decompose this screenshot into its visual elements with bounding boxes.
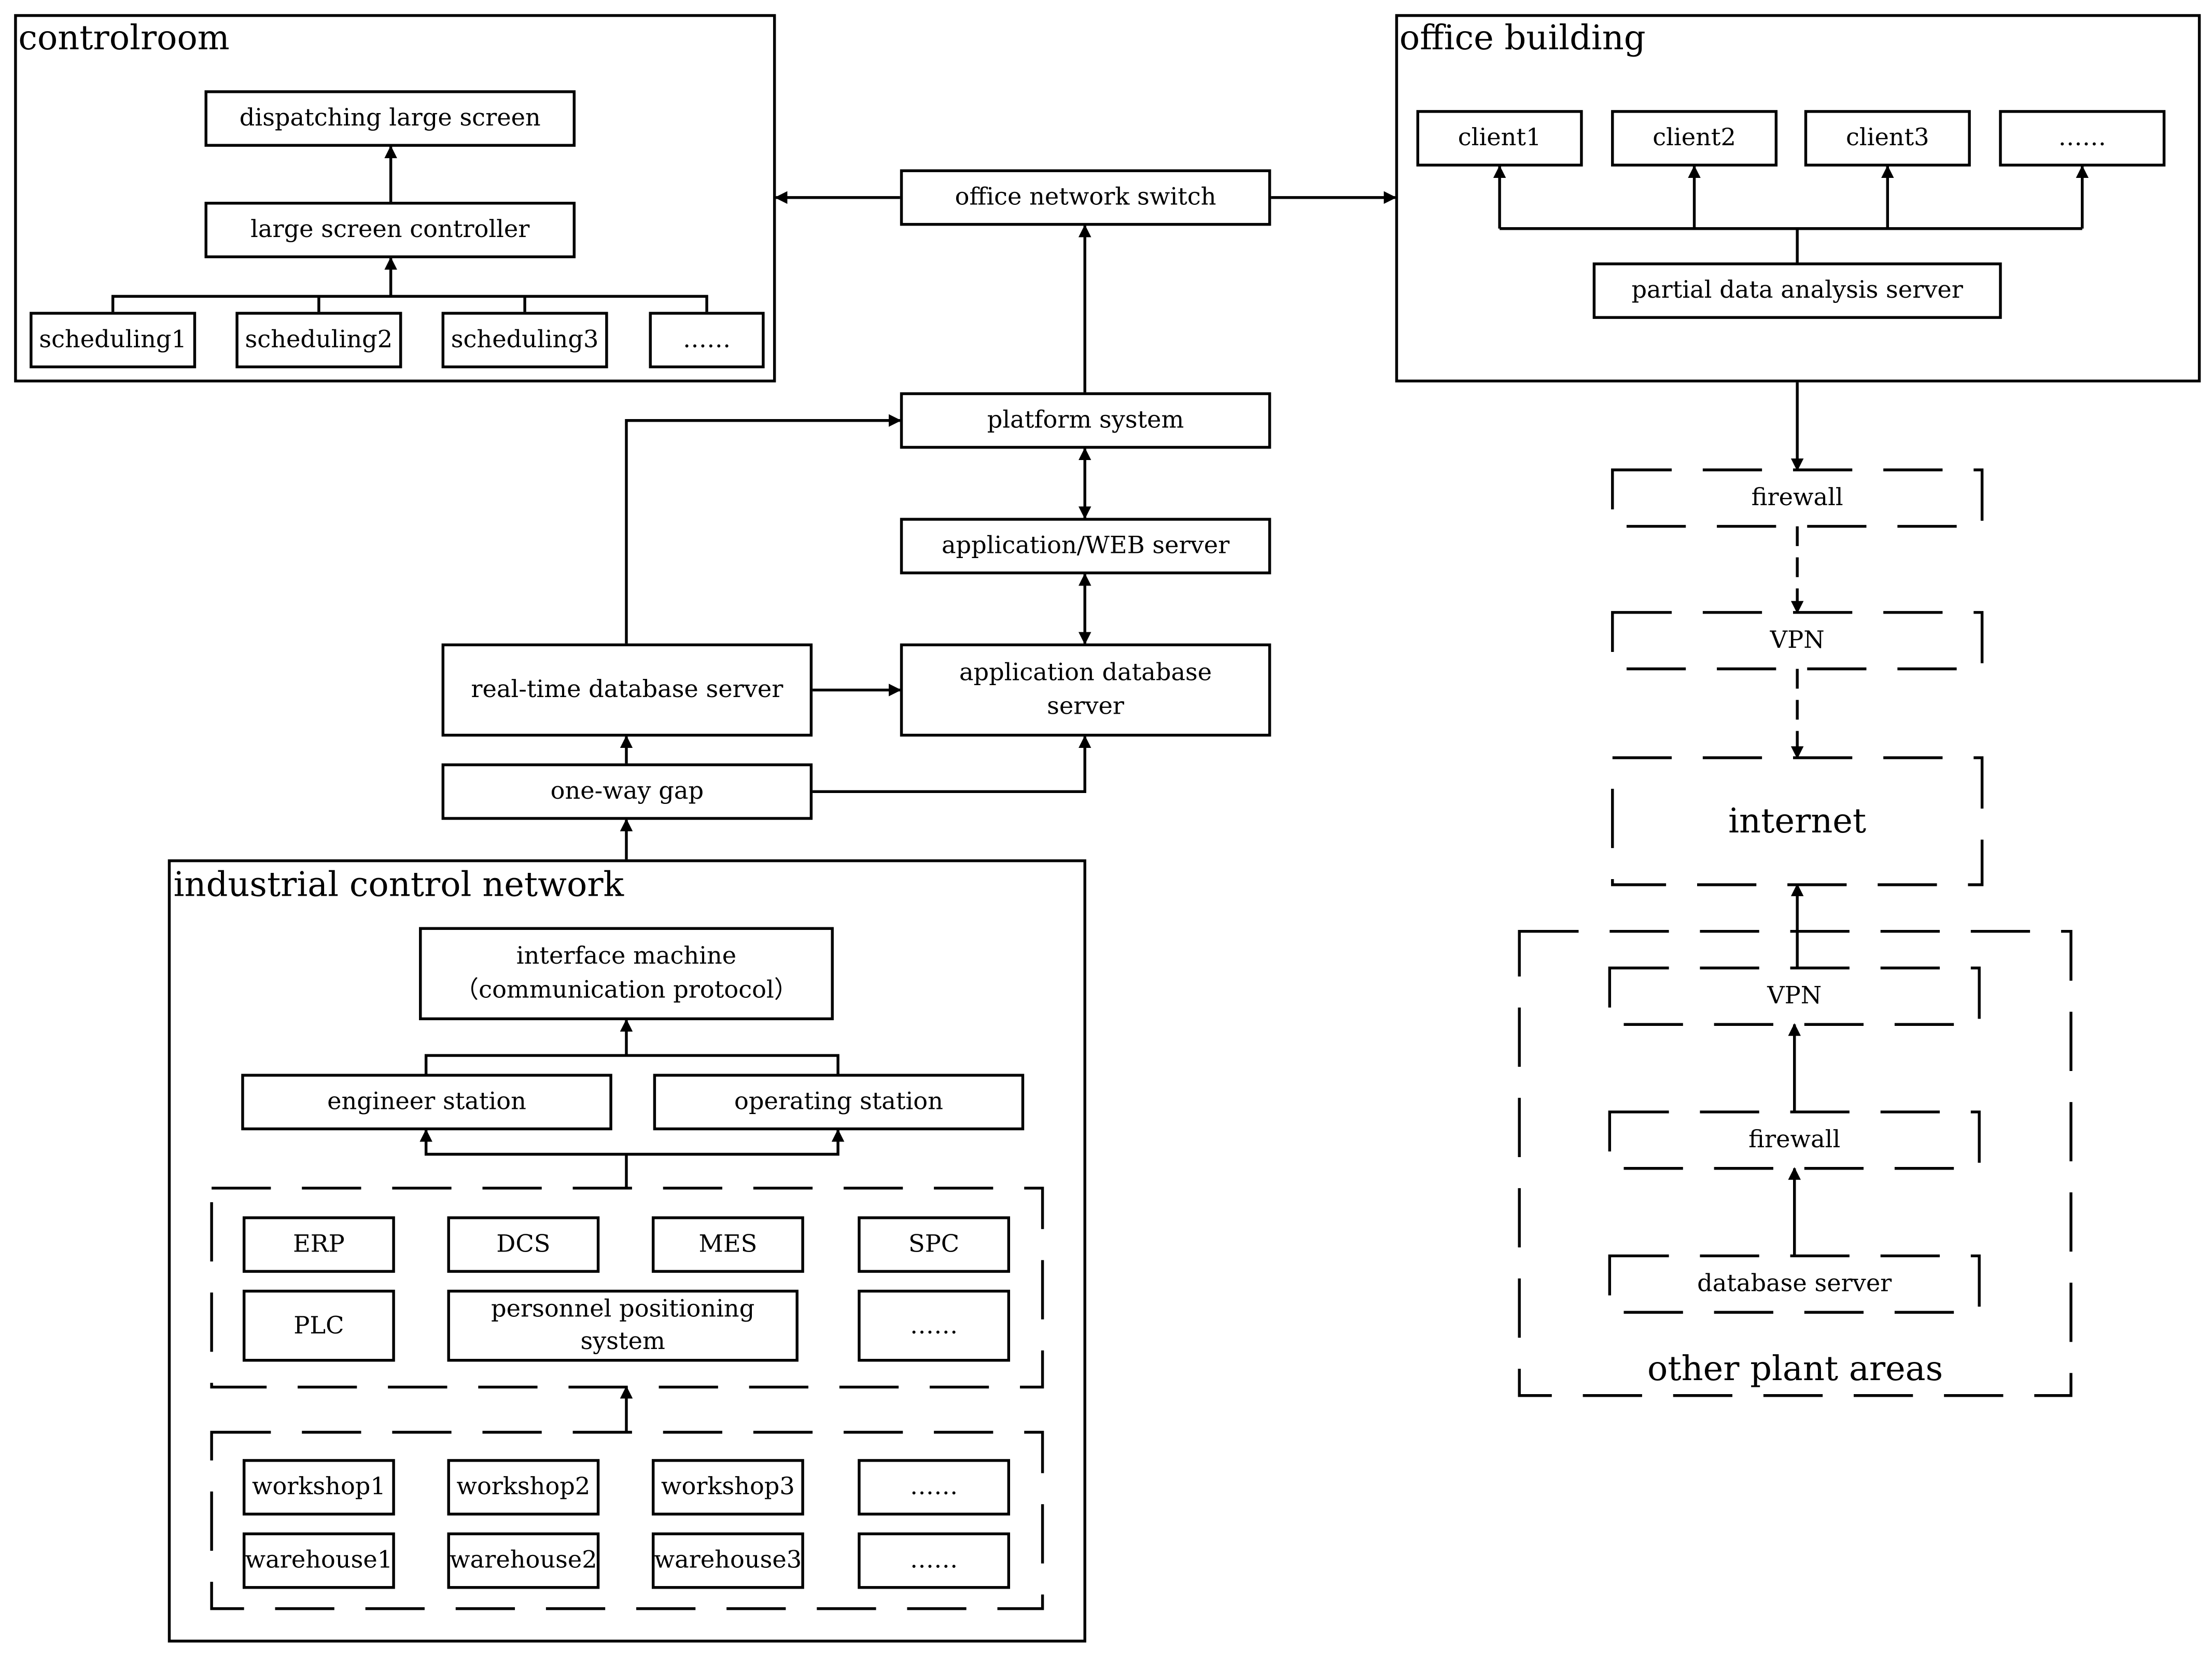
- application-database-server-box: application database server: [900, 643, 1271, 737]
- operating-station-box: operating station: [653, 1074, 1025, 1131]
- controlroom-label: controlroom: [18, 18, 230, 58]
- warehouse1-box: warehouse1: [242, 1532, 395, 1589]
- client-more-box: ……: [1999, 110, 2166, 167]
- client3-box: client3: [1804, 110, 1971, 167]
- office-building-label: office building: [1399, 18, 1646, 58]
- warehouse-more-box: ……: [858, 1532, 1011, 1589]
- workshop2-box: workshop2: [447, 1459, 600, 1516]
- vpn-bottom-box: VPN: [1767, 982, 1822, 1011]
- application-web-server-box: application/WEB server: [900, 518, 1271, 575]
- scheduling2-box: scheduling2: [235, 312, 402, 369]
- controlroom-group: [14, 14, 776, 383]
- interface-machine-line1: interface machine: [516, 942, 737, 971]
- industrial-control-network-group: [167, 859, 1086, 1643]
- dcs-box: DCS: [447, 1216, 600, 1273]
- spc-box: SPC: [858, 1216, 1011, 1273]
- office-building-group: [1395, 14, 2201, 383]
- workshop-more-box: ……: [858, 1459, 1011, 1516]
- scheduling3-box: scheduling3: [441, 312, 608, 369]
- firewall-bottom-box: firewall: [1748, 1126, 1841, 1155]
- erp-box: ERP: [242, 1216, 395, 1273]
- partial-data-analysis-server-box: partial data analysis server: [1592, 262, 2002, 319]
- dispatching-large-screen-box: dispatching large screen: [204, 90, 576, 147]
- arrow-realtime-to-platform: [625, 414, 902, 644]
- personnel-positioning-line1: personnel positioning: [491, 1295, 755, 1323]
- firewall-top-box: firewall: [1751, 484, 1843, 512]
- warehouse2-box: warehouse2: [447, 1532, 600, 1589]
- industrial-control-network-label: industrial control network: [173, 865, 624, 905]
- workshop1-box: workshop1: [242, 1459, 395, 1516]
- personnel-positioning-system-box: personnel positioning system: [447, 1289, 799, 1362]
- workshop3-box: workshop3: [651, 1459, 804, 1516]
- large-screen-controller-box: large screen controller: [204, 202, 576, 258]
- office-network-switch-box: office network switch: [900, 169, 1271, 226]
- other-plant-areas-label: other plant areas: [1647, 1348, 1943, 1389]
- realtime-database-server-box: real-time database server: [441, 643, 813, 737]
- client2-box: client2: [1611, 110, 1778, 167]
- plc-box: PLC: [242, 1289, 395, 1362]
- engineer-station-box: engineer station: [241, 1074, 612, 1131]
- mes-box: MES: [651, 1216, 804, 1273]
- personnel-positioning-line2: system: [580, 1327, 665, 1356]
- client1-box: client1: [1416, 110, 1583, 167]
- warehouse3-box: warehouse3: [651, 1532, 804, 1589]
- systems-more-box: ……: [858, 1289, 1011, 1362]
- vpn-top-box: VPN: [1770, 626, 1825, 655]
- arrow-gap-to-appdb: [813, 735, 1091, 794]
- interface-machine-box: interface machine （communication protoco…: [419, 927, 834, 1021]
- database-server-box: database server: [1697, 1270, 1892, 1299]
- application-database-server-line1: application database: [959, 659, 1212, 687]
- scheduling1-box: scheduling1: [30, 312, 197, 369]
- platform-system-box: platform system: [900, 392, 1271, 449]
- internet-box: internet: [1728, 801, 1867, 841]
- one-way-gap-box: one-way gap: [441, 763, 813, 820]
- application-database-server-line2: server: [1047, 692, 1124, 721]
- scheduling-more-box: ……: [649, 312, 765, 369]
- interface-machine-line2: （communication protocol）: [454, 976, 799, 1005]
